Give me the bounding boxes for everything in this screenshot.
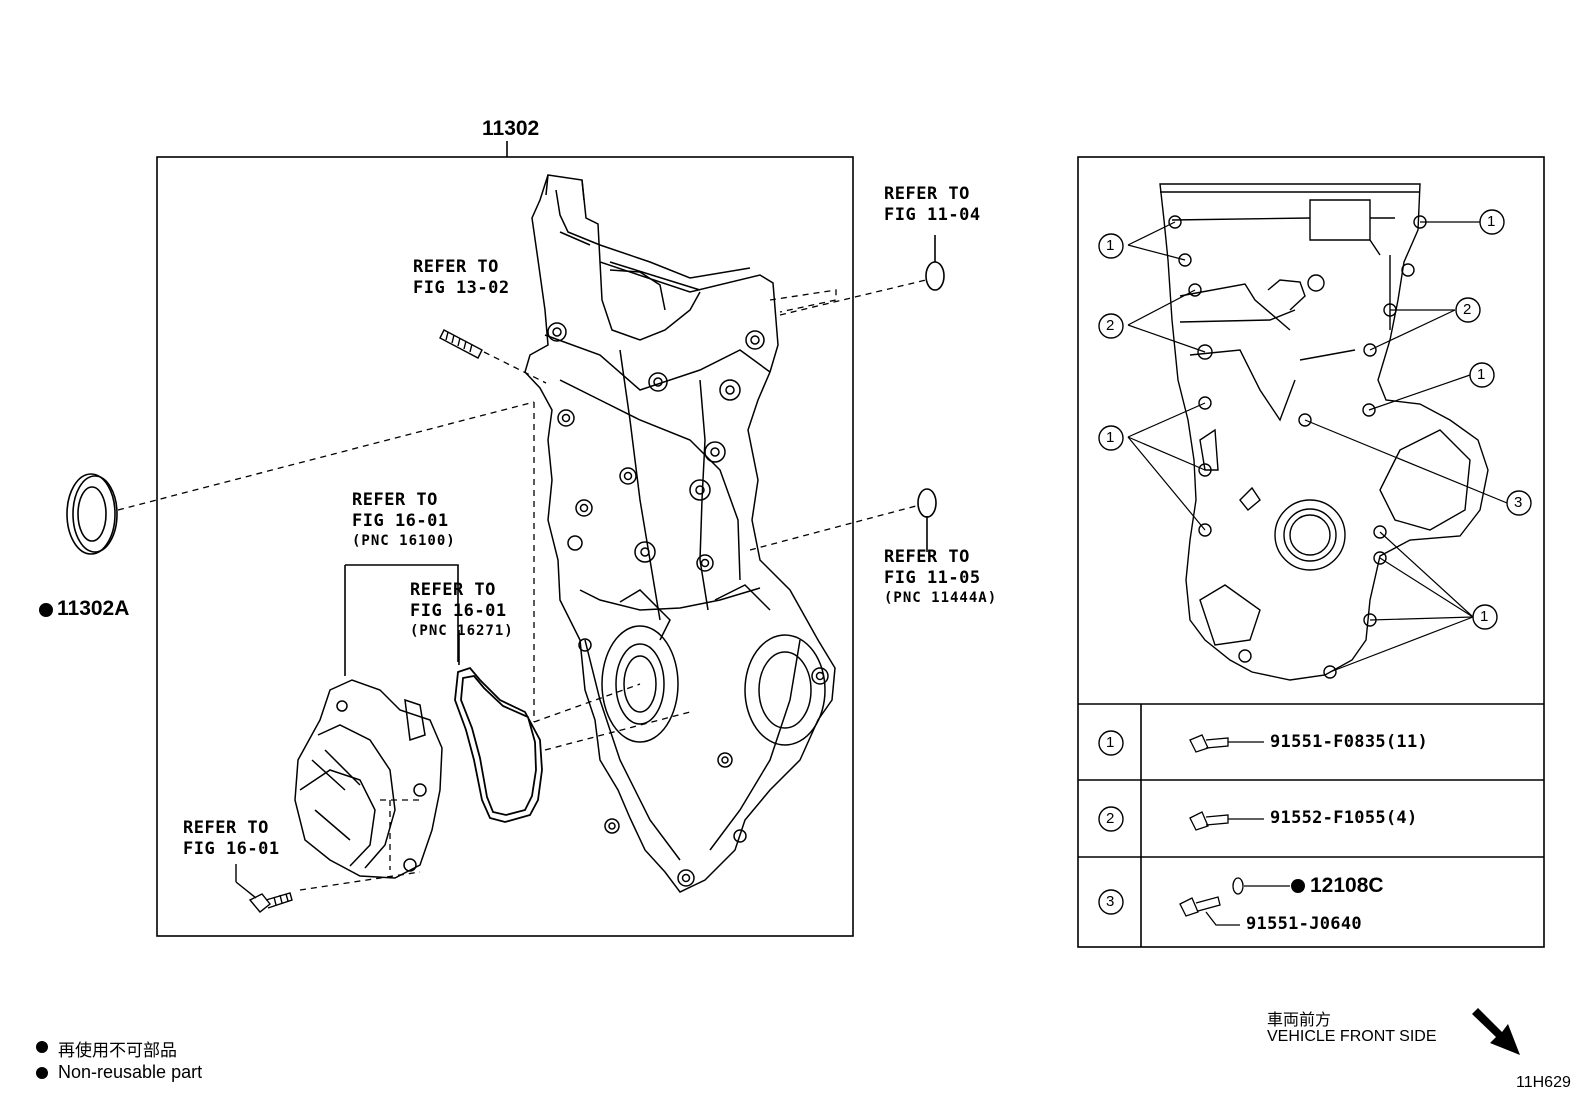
callout-1-a <box>1098 233 1124 259</box>
orientation-en: VEHICLE FRONT SIDE <box>1267 1028 1437 1045</box>
vehicle-front-arrow <box>1470 1008 1520 1055</box>
o-ring-lower <box>917 488 937 518</box>
ref-fig-13-02: REFER TO FIG 13-02 <box>413 257 510 299</box>
ref-fig-16-01-pnc-16100: REFER TO FIG 16-01 (PNC 16100) <box>352 490 456 550</box>
ref-fig-11-04: REFER TO FIG 11-04 <box>884 184 981 226</box>
oil-seal-drawing <box>66 473 118 555</box>
callout-1-d-label: 1 <box>1106 429 1115 446</box>
ref-11444a-line2: FIG 11-05 <box>884 568 981 588</box>
ref-16271-pnc: (PNC 16271) <box>410 623 514 639</box>
ref-16100-pnc: (PNC 16100) <box>352 533 456 549</box>
callout-2-a <box>1098 313 1124 339</box>
callout-1-d <box>1098 425 1124 451</box>
callout-3-label: 3 <box>1514 494 1523 511</box>
non-reusable-bullet-11302A <box>39 603 53 617</box>
callout-1-b-label: 1 <box>1487 213 1496 230</box>
orientation-jp: 車両前方 <box>1267 1012 1332 1029</box>
inset-cover-drawing <box>1159 183 1489 681</box>
ref-fig-11-04-line2: FIG 11-04 <box>884 205 981 225</box>
ref-11444a-line1: REFER TO <box>884 547 970 567</box>
non-reusable-bullet-12108C <box>1291 879 1305 893</box>
ref-16271-line1: REFER TO <box>410 580 496 600</box>
callout-1-c-label: 1 <box>1477 366 1486 383</box>
assembly-part-number: 11302 <box>482 117 540 140</box>
ref-fig-11-05-pnc-11444a: REFER TO FIG 11-05 (PNC 11444A) <box>884 547 997 607</box>
table-key-3-circle <box>1098 889 1124 915</box>
bolt-drawing-16-01 <box>235 864 293 913</box>
water-pump-drawing <box>294 679 443 879</box>
legend-en: Non-reusable part <box>58 1062 203 1082</box>
figure-code: 11H629 <box>1516 1074 1571 1091</box>
callout-1-e-label: 1 <box>1480 608 1489 625</box>
ref-fig-11-04-line1: REFER TO <box>884 184 970 204</box>
callout-1-a-label: 1 <box>1106 237 1115 254</box>
ref-bolt-line2: FIG 16-01 <box>183 839 280 859</box>
table-key-3: 3 <box>1106 893 1115 910</box>
callout-2-b-label: 2 <box>1463 301 1472 318</box>
table-key-1: 1 <box>1106 734 1115 751</box>
table-washer-3: 12108C <box>1310 874 1384 897</box>
table-part-3: 91551-J0640 <box>1246 914 1362 934</box>
assembly-frame <box>156 156 854 937</box>
callout-1-b <box>1479 209 1505 235</box>
ref-fig-13-02-line2: FIG 13-02 <box>413 278 510 298</box>
ref-fig-13-02-line1: REFER TO <box>413 257 499 277</box>
o-ring-upper <box>925 261 945 291</box>
ref-16100-line2: FIG 16-01 <box>352 511 449 531</box>
callout-3 <box>1506 490 1532 516</box>
callout-2-a-label: 2 <box>1106 317 1115 334</box>
callout-1-e <box>1472 604 1498 630</box>
legend-bullet-en <box>36 1067 48 1079</box>
table-part-1: 91551-F0835(11) <box>1270 732 1429 752</box>
table-bolt-drawings <box>1179 734 1290 926</box>
table-part-2: 91552-F1055(4) <box>1270 808 1418 828</box>
ref-16100-line1: REFER TO <box>352 490 438 510</box>
ref-11444a-pnc: (PNC 11444A) <box>884 590 998 606</box>
legend-jp: 再使用不可部品 <box>58 1041 177 1060</box>
seal-part-number: 11302A <box>57 597 130 620</box>
callout-2-b <box>1455 297 1481 323</box>
legend-bullet-jp <box>36 1041 48 1053</box>
ref-fig-16-01-pnc-16271: REFER TO FIG 16-01 (PNC 16271) <box>410 580 514 640</box>
ref-fig-16-01-bolt: REFER TO FIG 16-01 <box>183 818 280 860</box>
water-pump-gasket <box>454 666 543 823</box>
table-key-2: 2 <box>1106 810 1115 827</box>
callout-1-c <box>1469 362 1495 388</box>
ref-bolt-line1: REFER TO <box>183 818 269 838</box>
timing-chain-cover-drawing <box>524 174 836 893</box>
table-key-1-circle <box>1098 730 1124 756</box>
table-key-2-circle <box>1098 806 1124 832</box>
stud-bolt-drawing <box>439 329 483 359</box>
inset-frame <box>1077 156 1545 948</box>
ref-16271-line2: FIG 16-01 <box>410 601 507 621</box>
